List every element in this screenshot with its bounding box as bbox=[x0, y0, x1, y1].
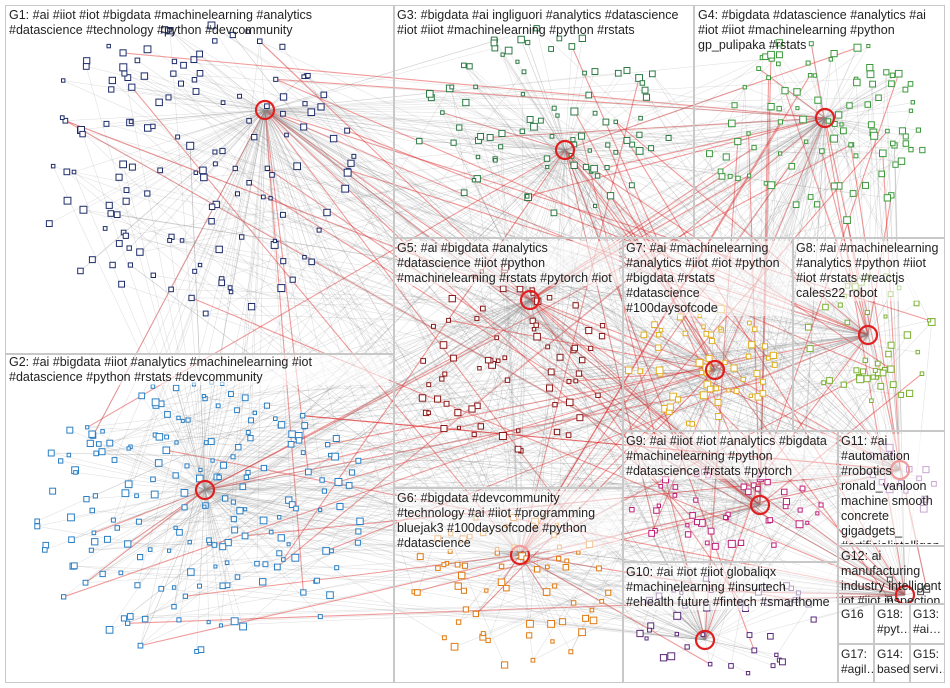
group-label-g8: G8: #ai #machinelearning #analytics #pyt… bbox=[796, 241, 943, 301]
group-label-g14: G14: basedserv… bbox=[877, 647, 909, 682]
group-box-g2 bbox=[5, 354, 394, 683]
group-label-g16: G16 bbox=[841, 607, 873, 622]
group-label-g1: G1: #ai #iiot #iot #bigdata #machinelear… bbox=[9, 8, 389, 38]
group-label-g17: G17: #agil… bbox=[841, 647, 873, 682]
group-label-g12: G12: ai manufacturing industry intellige… bbox=[841, 549, 944, 603]
group-label-g15: G15: servi… bbox=[913, 647, 944, 682]
group-label-g6: G6: #bigdata #devcommunity #technology #… bbox=[397, 491, 621, 551]
group-box-g1 bbox=[5, 5, 394, 354]
group-label-g5: G5: #ai #bigdata #analytics #datascience… bbox=[397, 241, 619, 286]
group-label-g10: G10: #ai #iot #iiot globaliqx #machinele… bbox=[626, 565, 836, 610]
group-label-g4: G4: #bigdata #datascience #analytics #ai… bbox=[698, 8, 942, 53]
group-label-g9: G9: #ai #iiot #iot #analytics #bigdata #… bbox=[626, 434, 836, 479]
group-label-g3: G3: #bigdata #ai ingliguori #analytics #… bbox=[397, 8, 689, 38]
group-label-g13: G13: #ai… bbox=[913, 607, 944, 643]
group-label-g11: G11: #ai #automation #robotics ronald_va… bbox=[841, 434, 944, 544]
group-box-g3 bbox=[394, 5, 694, 238]
group-label-g18: G18: #pyt… bbox=[877, 607, 909, 643]
group-label-g7: G7: #ai #machinelearning #analytics #iio… bbox=[626, 241, 791, 316]
group-label-g2: G2: #ai #bigdata #iiot #analytics #machi… bbox=[9, 355, 389, 385]
